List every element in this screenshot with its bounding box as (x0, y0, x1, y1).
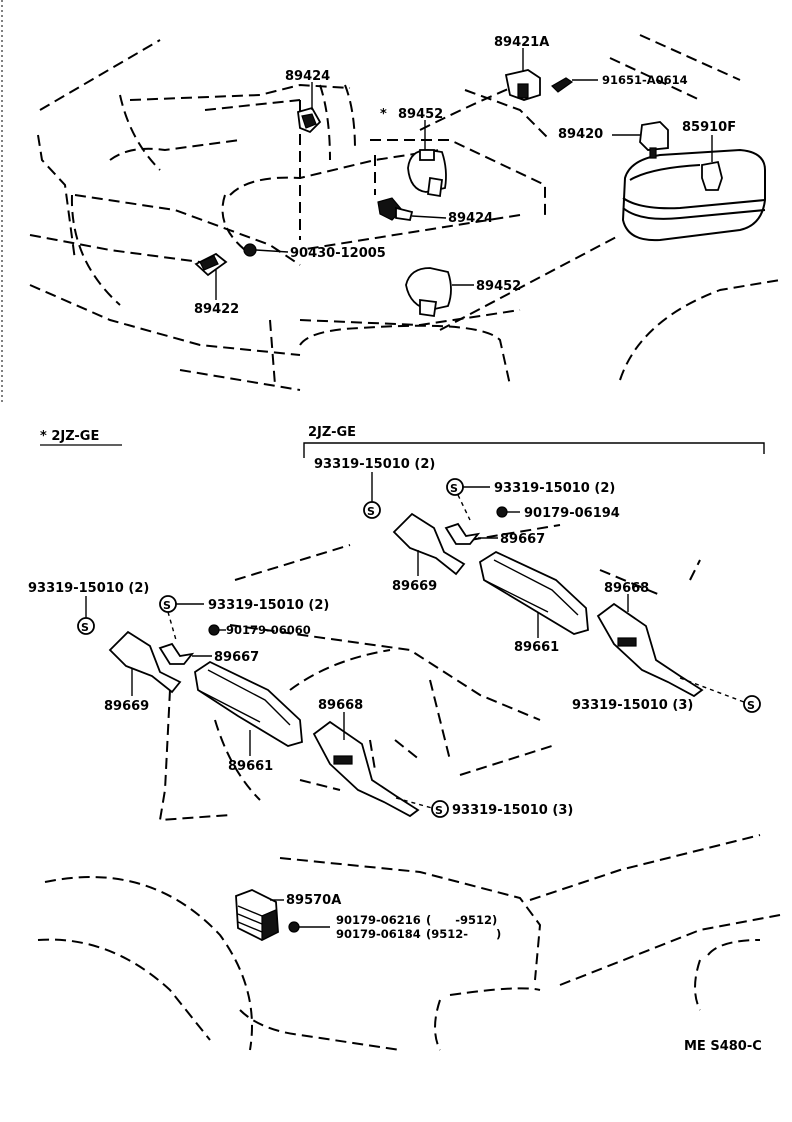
label-89420: 89420 (558, 127, 603, 142)
svg-text:S: S (367, 505, 375, 518)
ml-label-s3: 93319-15010 (3) (452, 803, 573, 818)
mr-part-89661-module (478, 550, 589, 638)
bottom-labels: 89570A 90179-06216 ( -9512) 90179-06184 … (286, 893, 501, 941)
washer-reservoir (621, 148, 766, 242)
part-89424-sensor-b (377, 197, 447, 222)
ml-part-89661-module (194, 660, 303, 756)
ml-label-n1: 90179-06060 (226, 623, 311, 637)
svg-text:S: S (747, 699, 755, 712)
label-90430: 90430-12005 (290, 246, 386, 261)
mr-label-s3: 93319-15010 (3) (572, 698, 693, 713)
heading-2jz-ge: 2JZ-GE (308, 425, 356, 440)
mr-label-89669: 89669 (392, 579, 437, 594)
mr-nut-n1-icon (457, 494, 520, 521)
heading-star-2jz-ge: * 2JZ-GE (40, 429, 99, 444)
label-85910F: 85910F (682, 120, 736, 135)
ml-part-89667-bracket (158, 642, 212, 665)
mr-screw-s2-icon: S (446, 478, 490, 496)
mr-screw-s3-icon: S (743, 695, 761, 713)
part-85910F-connector (701, 135, 723, 191)
label-89424-b: 89424 (448, 211, 493, 226)
mr-label-89668: 89668 (604, 581, 649, 596)
bottom-nut-icon (288, 921, 330, 933)
ml-nut-n1-icon (167, 611, 226, 641)
bolt-91651-icon (551, 77, 598, 93)
label-89424-a: 89424 (285, 69, 330, 84)
svg-text:S: S (163, 599, 171, 612)
washer-90430-icon (243, 243, 289, 257)
middle-left-labels: 93319-15010 (2) 93319-15010 (2) 90179-06… (28, 581, 573, 818)
sheet-code: ME S480-C (684, 1039, 762, 1054)
label-90179-06216-range: ( -9512) (426, 913, 497, 927)
ml-label-89661: 89661 (228, 759, 273, 774)
label-91651: 91651-A0614 (602, 73, 688, 87)
ml-label-89667: 89667 (214, 650, 259, 665)
part-89424-sensor-a (297, 82, 322, 134)
label-89452-b: 89452 (476, 279, 521, 294)
part-89421A-sensor (504, 48, 541, 101)
mr-screw-s1-icon: S (363, 472, 381, 519)
part-89570A-unit (235, 889, 284, 942)
middle-right-body-outline (469, 524, 701, 596)
bracket-2jz-ge (303, 442, 765, 458)
bottom-body-outline (37, 834, 781, 1051)
part-89452-sensor-b (405, 267, 474, 318)
top-labels: 89421A 91651-A0614 89424 * 89452 89420 8… (194, 35, 736, 317)
svg-text:S: S (450, 482, 458, 495)
middle-left-body-outline (158, 544, 556, 822)
part-89422-sensor (194, 252, 228, 300)
mr-label-n1: 90179-06194 (524, 506, 620, 521)
svg-text:S: S (435, 804, 443, 817)
mr-part-89667-bracket (444, 522, 498, 545)
ml-label-89668: 89668 (318, 698, 363, 713)
ml-part-89669-bracket (108, 630, 182, 696)
ml-screw-s1-icon: S (77, 596, 95, 635)
ml-label-s2: 93319-15010 (2) (208, 598, 329, 613)
label-89570A: 89570A (286, 893, 341, 908)
part-89452-sensor-a (407, 120, 447, 198)
part-89420-relay (612, 121, 669, 159)
label-89421A: 89421A (494, 35, 549, 50)
label-89452-a: 89452 (398, 107, 443, 122)
label-star: * (380, 107, 387, 122)
mr-label-89667: 89667 (500, 532, 545, 547)
mr-label-s1: 93319-15010 (2) (314, 457, 435, 472)
label-89422: 89422 (194, 302, 239, 317)
mr-label-s2: 93319-15010 (2) (494, 481, 615, 496)
mr-part-89669-bracket (392, 512, 466, 576)
mr-part-89668-bracket (596, 594, 745, 703)
ml-screw-s2-icon: S (159, 595, 204, 613)
middle-right-labels: 93319-15010 (2) 93319-15010 (2) 90179-06… (314, 457, 693, 713)
ml-screw-s3-icon: S (431, 800, 449, 818)
label-90179-06184: 90179-06184 (336, 927, 421, 941)
svg-text:S: S (81, 621, 89, 634)
label-90179-06184-range: (9512- ) (426, 927, 501, 941)
mr-label-89661: 89661 (514, 640, 559, 655)
ml-label-s1: 93319-15010 (2) (28, 581, 149, 596)
label-90179-06216: 90179-06216 (336, 913, 421, 927)
ml-part-89668-bracket (312, 712, 433, 818)
ml-label-89669: 89669 (104, 699, 149, 714)
